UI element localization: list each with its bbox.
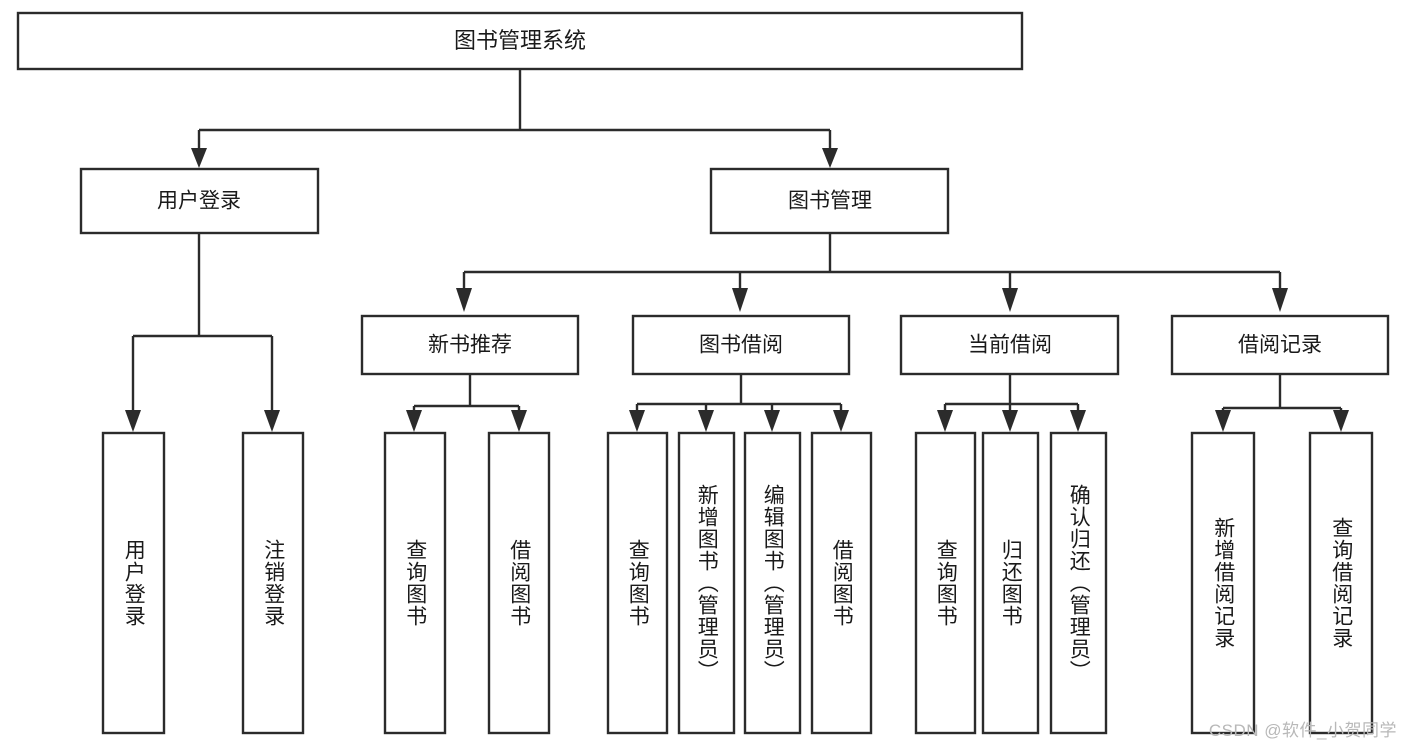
new-book-box[interactable] bbox=[360, 314, 580, 376]
node-user-login[interactable]: 用户登录 bbox=[79, 167, 320, 235]
node-book-borrow[interactable]: 图书借阅 bbox=[631, 314, 851, 376]
arrow-to-book-borrow-icon bbox=[732, 288, 748, 312]
arrow-book-borrow-leaf-2-icon bbox=[764, 410, 780, 432]
book-management-label: 图书管理 bbox=[788, 190, 872, 213]
book-management-box[interactable] bbox=[709, 167, 950, 235]
user-login-label: 用户登录 bbox=[157, 190, 241, 213]
leaf-box-new-book-0[interactable] bbox=[383, 431, 447, 735]
node-new-book[interactable]: 新书推荐 bbox=[360, 314, 580, 376]
arrow-new-book-leaf-1-icon bbox=[511, 410, 527, 432]
leaf-box-borrow-record-1[interactable] bbox=[1308, 431, 1374, 735]
leaf-box-book-borrow-3[interactable] bbox=[810, 431, 873, 735]
arrow-new-book-leaf-0-icon bbox=[406, 410, 422, 432]
arrow-book-borrow-leaf-3-icon bbox=[833, 410, 849, 432]
leaf-box-user-login-0[interactable] bbox=[101, 431, 166, 735]
leaf-box-book-borrow-0[interactable] bbox=[606, 431, 669, 735]
leaf-box-user-login-1[interactable] bbox=[241, 431, 305, 735]
arrow-user-login-leaf-1-icon bbox=[264, 410, 280, 432]
leaf-box-current-borrow-0[interactable] bbox=[914, 431, 977, 735]
leaf-box-current-borrow-1[interactable] bbox=[981, 431, 1040, 735]
arrow-current-borrow-leaf-2-icon bbox=[1070, 410, 1086, 432]
new-book-label: 新书推荐 bbox=[428, 334, 512, 357]
arrow-to-borrow-record-icon bbox=[1272, 288, 1288, 312]
arrow-book-borrow-leaf-0-icon bbox=[629, 410, 645, 432]
book-borrow-label: 图书借阅 bbox=[699, 334, 783, 357]
node-current-borrow[interactable]: 当前借阅 bbox=[899, 314, 1120, 376]
leaf-box-book-borrow-1[interactable] bbox=[677, 431, 736, 735]
arrow-to-current-borrow-icon bbox=[1002, 288, 1018, 312]
leaf-box-book-borrow-2[interactable] bbox=[743, 431, 802, 735]
arrow-book-borrow-leaf-1-icon bbox=[698, 410, 714, 432]
arrow-to-user-login-icon bbox=[191, 148, 207, 168]
arrow-current-borrow-leaf-0-icon bbox=[937, 410, 953, 432]
arrow-current-borrow-leaf-1-icon bbox=[1002, 410, 1018, 432]
arrow-borrow-record-leaf-0-icon bbox=[1215, 410, 1231, 432]
arrow-user-login-leaf-0-icon bbox=[125, 410, 141, 432]
borrow-record-label: 借阅记录 bbox=[1238, 334, 1322, 357]
node-book-management[interactable]: 图书管理 bbox=[709, 167, 950, 235]
node-root[interactable]: 图书管理系统 bbox=[16, 11, 1024, 71]
csdn-watermark: CSDN @软件_小贺同学 bbox=[1208, 721, 1397, 740]
root-box[interactable] bbox=[16, 11, 1024, 71]
leaf-box-current-borrow-2[interactable] bbox=[1049, 431, 1108, 735]
arrow-borrow-record-leaf-1-icon bbox=[1333, 410, 1349, 432]
arrow-to-book-mgmt-icon bbox=[822, 148, 838, 168]
arrow-to-new-book-icon bbox=[456, 288, 472, 312]
leaf-box-new-book-1[interactable] bbox=[487, 431, 551, 735]
leaf-box-borrow-record-0[interactable] bbox=[1190, 431, 1256, 735]
root-label: 图书管理系统 bbox=[454, 28, 586, 53]
current-borrow-box[interactable] bbox=[899, 314, 1120, 376]
current-borrow-label: 当前借阅 bbox=[968, 334, 1052, 357]
borrow-record-box[interactable] bbox=[1170, 314, 1390, 376]
node-borrow-record[interactable]: 借阅记录 bbox=[1170, 314, 1390, 376]
book-borrow-box[interactable] bbox=[631, 314, 851, 376]
